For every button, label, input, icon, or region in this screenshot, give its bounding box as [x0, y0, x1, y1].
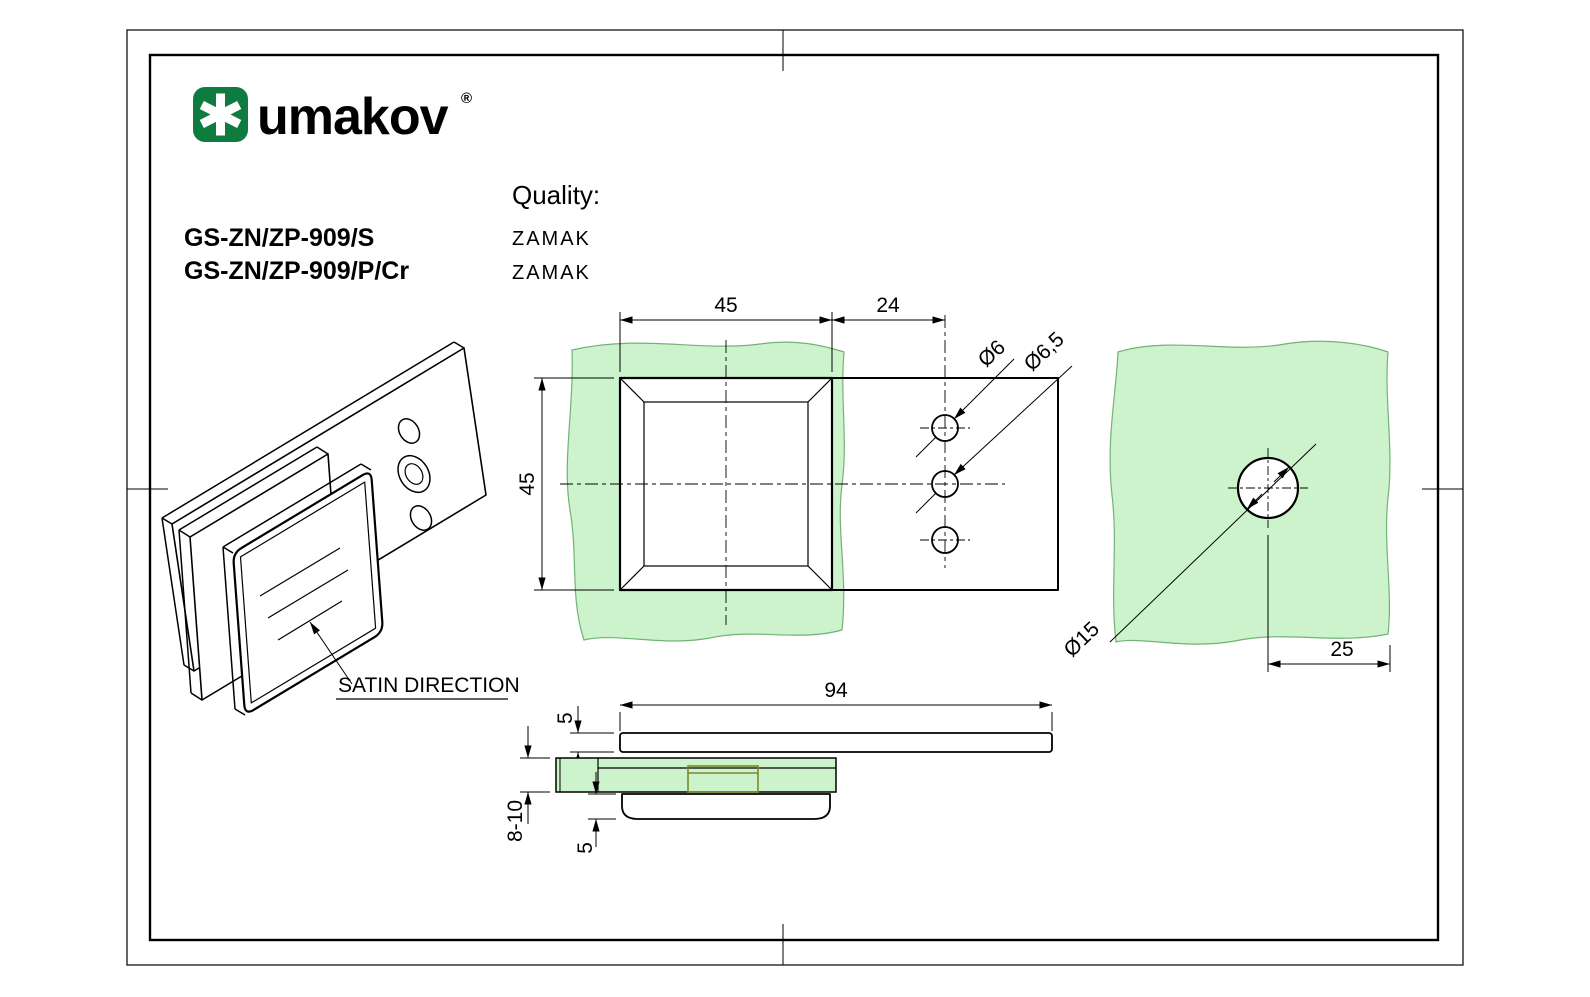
- glass-thickness-dimension: 8-10: [504, 726, 550, 842]
- dim-hole-small: Ø6: [974, 336, 1010, 372]
- product-quality-1: ZAMAK: [512, 228, 591, 250]
- title-block: Quality: GS-ZN/ZP-909/S GS-ZN/ZP-909/P/C…: [184, 180, 600, 285]
- dim-length: 94: [824, 679, 848, 702]
- dim-plate-thickness: 5: [554, 712, 577, 724]
- brand-logo: umakov ®: [193, 87, 472, 146]
- sheet-frame: [126, 29, 1464, 966]
- cover-thickness-dimension: 5: [574, 772, 616, 854]
- product-code-1: GS-ZN/ZP-909/S: [184, 224, 374, 252]
- clamp-square-chamfers: [619, 377, 833, 591]
- length-dimension: 94: [619, 679, 1053, 731]
- dim-glass-thickness: 8-10: [504, 800, 527, 842]
- mounting-plate-section: [619, 732, 1053, 753]
- hole-bottom: [409, 505, 433, 531]
- satin-direction-label: SATIN DIRECTION: [338, 674, 520, 697]
- clamp-square-bevel: [239, 481, 377, 704]
- registered-mark: ®: [461, 90, 472, 107]
- satin-lines: [259, 547, 349, 641]
- satin-leader: [309, 621, 353, 685]
- logo-star-icon: [199, 93, 242, 136]
- dim-cover-thickness: 5: [574, 842, 597, 854]
- dim-hole-large: Ø6,5: [1020, 328, 1069, 376]
- hole-middle-outer: [397, 454, 431, 494]
- clamp-square-thickness: [222, 463, 372, 716]
- screw-pocket: [687, 765, 759, 793]
- back-plate-thickness: [161, 341, 465, 672]
- isometric-view: SATIN DIRECTION: [161, 341, 520, 716]
- side-view: Ø15 25: [1059, 340, 1391, 672]
- glass-section: [555, 757, 837, 793]
- dim-glass-hole: Ø15: [1059, 617, 1104, 661]
- clamp-square-face: [232, 472, 384, 713]
- cover-plate-section: [621, 793, 831, 820]
- bottom-view: 94 5 8-10: [504, 679, 1053, 854]
- dim-offset-top: 24: [876, 294, 900, 317]
- logo-text: umakov: [257, 88, 449, 146]
- hole-top: [397, 418, 421, 444]
- centerlines: [560, 315, 1005, 625]
- centerlines: [1228, 448, 1308, 528]
- dim-height-left: 45: [516, 472, 539, 495]
- quality-label: Quality:: [512, 180, 600, 210]
- dim-edge-distance: 25: [1330, 638, 1353, 661]
- product-quality-2: ZAMAK: [512, 262, 591, 284]
- product-code-2: GS-ZN/ZP-909/P/Cr: [184, 257, 409, 285]
- front-view: 45 24 45 Ø6 Ø6,5: [516, 294, 1073, 642]
- edge-distance-dimension: 25: [1267, 535, 1391, 672]
- glass-pane-thickness: [178, 446, 329, 701]
- dim-width-top: 45: [714, 294, 737, 317]
